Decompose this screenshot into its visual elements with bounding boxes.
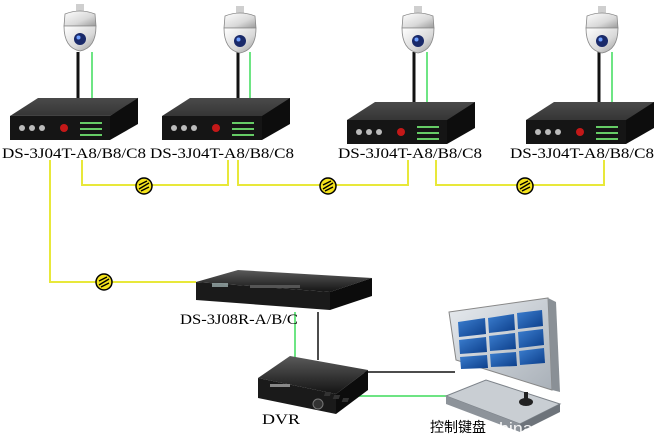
transmitter-label-1: DS-3J04T-A8/B8/C8 [2,146,146,162]
fiber-line-1-2 [81,160,229,186]
keyboard-label: 控制键盘 [430,419,486,436]
receiver-label: DS-3J08R-A/B/C [180,312,298,328]
connections [49,52,613,397]
fiber-line-to-receiver [49,160,196,283]
transmitter-label-3: DS-3J04T-A8/B8/C8 [338,146,482,162]
fiber-link-icon [319,177,337,195]
ptz-dome-camera-icon [401,6,435,54]
cameras [63,4,619,54]
transmitter-box-4 [526,102,654,144]
dvr-label: DVR [262,412,300,428]
receiver-rack [196,270,372,310]
transmitter-label-4: DS-3J04T-A8/B8/C8 [510,146,654,162]
dvr-unit [258,356,368,414]
fiber-link-icons [95,177,534,291]
ptz-dome-camera-icon [223,6,257,54]
video-wall-monitor-icon [448,297,560,392]
transmitter-box-2 [162,98,290,140]
watermark: china.makepolo.com [490,419,654,438]
control-keyboard-icon [323,379,562,432]
ptz-dome-camera-icon [585,6,619,54]
transmitter-label-2: DS-3J04T-A8/B8/C8 [150,146,294,162]
transmitter-box-1 [10,97,139,140]
transmitter-box-3 [347,102,475,144]
fiber-link-icon [516,177,534,195]
ptz-dome-camera-icon [63,4,97,52]
fiber-link-icon [95,273,113,291]
video-wall-screens [458,310,545,369]
fiber-link-icon [135,177,153,195]
transmitters [10,97,654,144]
